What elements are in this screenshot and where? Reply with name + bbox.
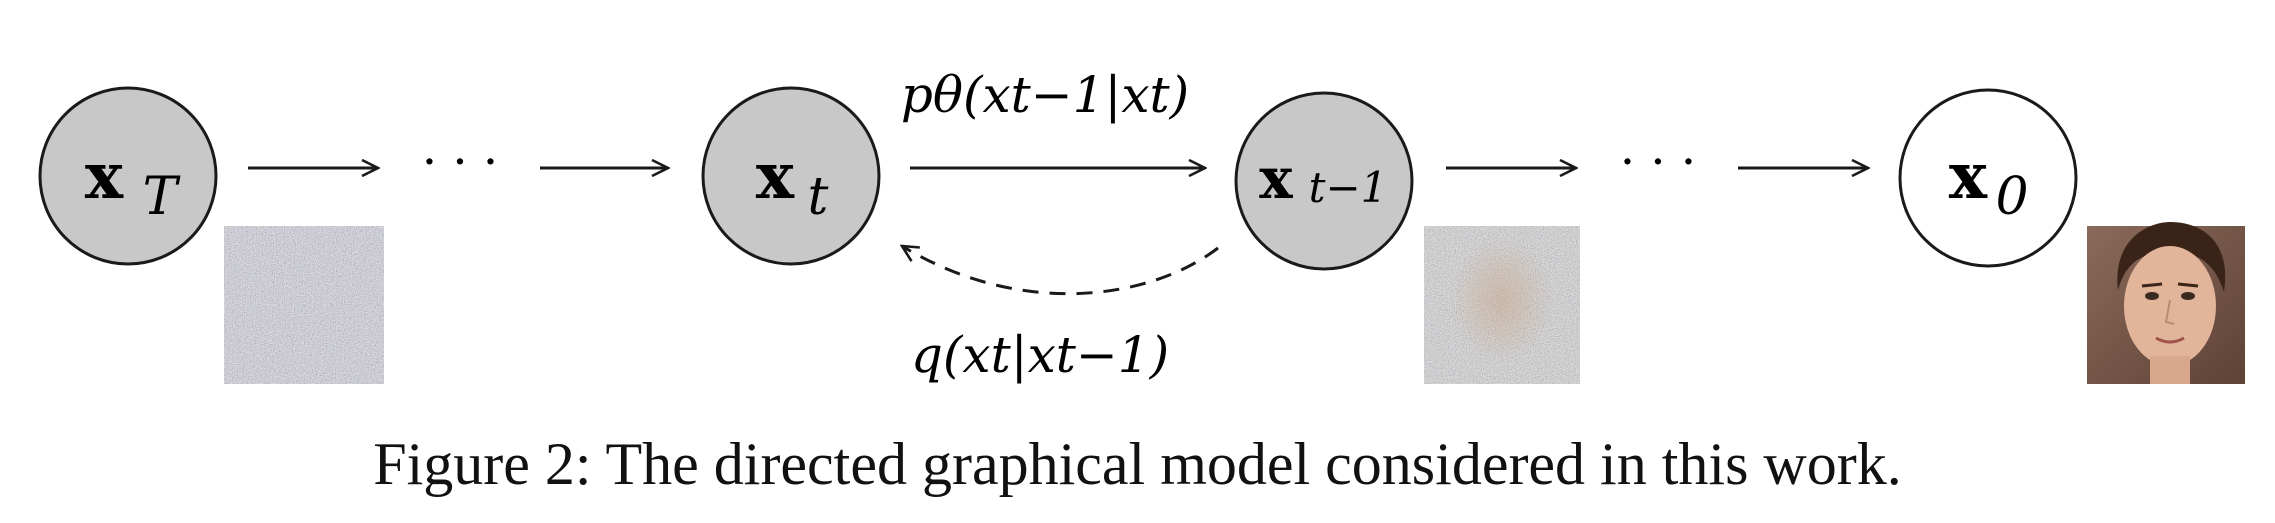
node-xT-main: x (85, 139, 124, 214)
node-x0-main: x (1949, 139, 1988, 214)
node-x0-circle (1898, 88, 2078, 268)
reverse-edge-label: q(xt|xt−1) (911, 326, 1169, 384)
nose (2164, 299, 2175, 325)
neck-shape (2150, 356, 2190, 384)
mouth (2155, 336, 2185, 344)
face-thumbnail (2087, 222, 2245, 384)
node-xt-1-main: x (1259, 146, 1293, 212)
node-xt-1: x t−1 (1234, 91, 1414, 271)
hair-shape (2117, 222, 2226, 292)
left-brow (2141, 282, 2163, 288)
dashed-arrow-xt-1-to-xt (902, 246, 1219, 296)
forward-edge-label: pθ(xt−1|xt) (901, 66, 1189, 124)
ellipsis-2: · · · (1620, 134, 1696, 190)
right-brow (2177, 282, 2199, 288)
node-xt: x t (701, 86, 881, 266)
node-xt-circle (701, 86, 881, 266)
node-xT-sub: T (143, 167, 181, 227)
partially-denoised-thumbnail (1424, 226, 1580, 384)
ellipsis-1: · · · (422, 134, 498, 190)
node-x0: x 0 (1898, 88, 2078, 268)
node-xt-sub: t (808, 167, 829, 227)
face-shape (2124, 246, 2216, 366)
right-eye (2181, 292, 2195, 300)
node-xt-main: x (756, 139, 795, 214)
noise-thumbnail (224, 226, 384, 384)
node-xt-1-sub: t−1 (1309, 163, 1388, 212)
node-xT: x T (38, 86, 218, 266)
node-xt-1-circle (1234, 91, 1414, 271)
noise-image (224, 226, 384, 384)
node-xT-circle (38, 86, 218, 266)
faint-face-shape (1450, 236, 1554, 364)
left-eye (2145, 292, 2159, 300)
figure-caption: Figure 2: The directed graphical model c… (373, 431, 1902, 497)
node-x0-sub: 0 (1995, 167, 2028, 227)
